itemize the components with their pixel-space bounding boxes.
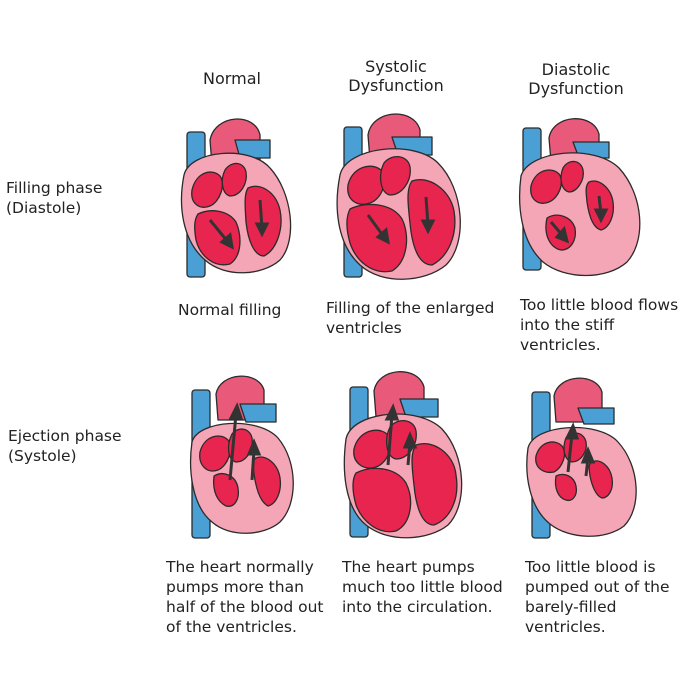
right-ventricle — [244, 185, 282, 257]
flow-arrowhead — [580, 446, 596, 464]
column-heading-diastolic-dysfunction: Diastolic Dysfunction — [528, 60, 624, 98]
pulmonary-artery — [399, 398, 439, 418]
caption-diastolic-ejection: Too little blood is pumped out of the ba… — [525, 558, 670, 636]
left-ventricle — [194, 210, 241, 266]
column-heading-normal: Normal — [203, 69, 261, 88]
flow-arrowhead — [554, 225, 570, 244]
left-atrium — [191, 171, 224, 208]
flow-arrowhead — [219, 232, 234, 250]
left-ventricle — [554, 473, 578, 502]
left-atrium — [530, 169, 563, 204]
heart-systolic-filling — [336, 113, 461, 280]
pulmonary-artery — [577, 407, 615, 425]
caption-normal-filling: Normal filling — [178, 301, 282, 319]
left-ventricle — [352, 467, 412, 533]
right-atrium — [221, 162, 247, 197]
caption-systolic-ejection: The heart pumps much too little blood in… — [342, 558, 503, 616]
right-atrium — [560, 160, 584, 193]
heart-normal-filling — [180, 118, 292, 278]
column-heading-systolic-dysfunction: Systolic Dysfunction — [348, 57, 444, 95]
flow-arrowhead — [375, 227, 390, 245]
heart-systolic-ejection — [343, 371, 463, 539]
flow-arrow — [566, 433, 574, 473]
right-ventricle — [588, 460, 614, 499]
heart-diastolic-filling — [518, 118, 641, 277]
right-ventricle — [411, 443, 458, 526]
flow-arrowhead — [254, 222, 270, 238]
flow-arrowhead — [402, 431, 418, 449]
row-label-ejection-phase: Ejection phase (Systole) — [8, 427, 122, 465]
flow-arrowhead — [246, 438, 262, 456]
left-atrium — [199, 435, 232, 472]
left-atrium — [535, 441, 566, 474]
caption-diastolic-filling: Too little blood flows into the stiff ve… — [520, 296, 679, 354]
heart-diastolic-ejection — [526, 377, 637, 539]
flow-arrowhead — [228, 402, 244, 420]
pulmonary-artery — [239, 403, 277, 423]
flow-arrow — [386, 414, 394, 466]
row-label-filling-phase: Filling phase (Diastole) — [6, 179, 103, 217]
caption-normal-ejection: The heart normally pumps more than half … — [166, 558, 324, 636]
right-atrium — [379, 156, 411, 196]
flow-arrowhead — [564, 422, 580, 440]
pulmonary-artery — [234, 139, 271, 159]
heart-normal-ejection — [189, 375, 294, 539]
flow-arrowhead — [593, 208, 609, 224]
flow-arrowhead — [420, 219, 436, 235]
flow-arrowhead — [384, 403, 400, 421]
caption-systolic-filling: Filling of the enlarged ventricles — [326, 299, 495, 337]
flow-arrow — [228, 413, 238, 481]
